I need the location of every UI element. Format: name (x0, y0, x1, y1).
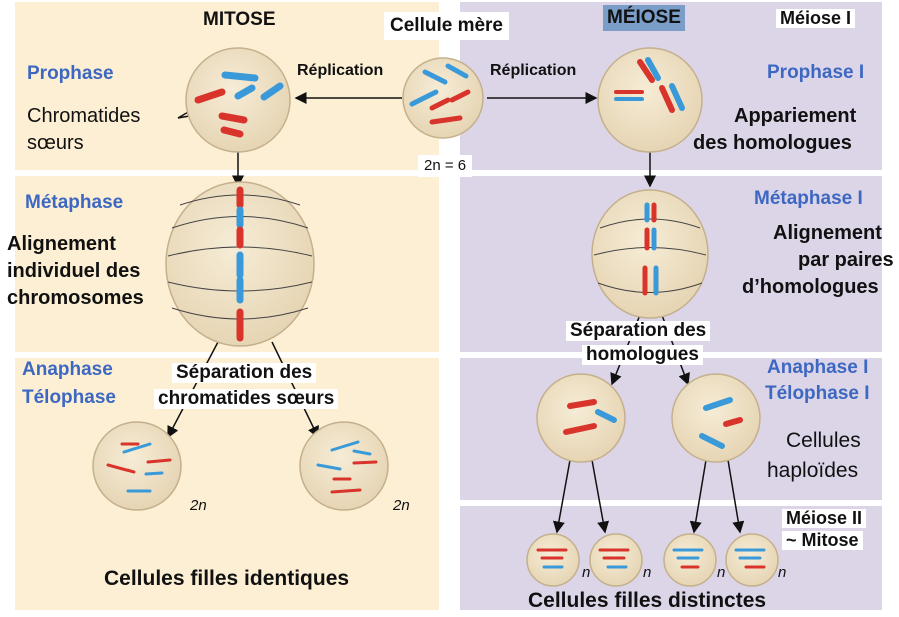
mitose-metaphase-label: Métaphase (25, 192, 124, 213)
cell-meiose-n-2 (589, 533, 643, 587)
cell-meiose-prophase (597, 47, 703, 153)
meiose-replication-label: Réplication (490, 62, 577, 79)
meiose-appar-2: des homologues (693, 132, 852, 154)
meiose-align-3: d’homologues (742, 276, 879, 298)
meiose-anaphase-label: Anaphase I (767, 357, 869, 378)
meiose-separation-2: homologues (582, 345, 703, 365)
arrow-m2-3 (689, 459, 707, 534)
mitose-header: MITOSE (203, 9, 276, 30)
mitose-ploidy-1: 2n (190, 497, 207, 514)
cell-meiose-n-3 (663, 533, 717, 587)
cell-meiose-metaphase (591, 189, 709, 319)
cell-meiose-haploid-2 (671, 373, 761, 463)
chromatides-label-1: Chromatides (27, 105, 141, 127)
mitose-separation-1: Séparation des (172, 363, 317, 383)
meiose-telophase-label: Télophase I (765, 383, 870, 404)
mitose-anaphase-label: Anaphase (22, 359, 113, 380)
cell-mitose-daughter-1 (92, 421, 182, 511)
arrow-m2-2 (591, 459, 610, 534)
ploidy-parent: 2n = 6 (418, 155, 473, 177)
meiose-prophase-label: Prophase I (767, 62, 865, 83)
meiose-haplo-1: Cellules (786, 429, 861, 452)
meiose-ploidy-2: n (643, 564, 652, 581)
meiose-ploidy-1: n (582, 564, 591, 581)
mitose-result-label: Cellules filles identiques (104, 567, 350, 590)
meiose-2-label: Méiose II (782, 509, 867, 528)
cell-meiose-haploid-1 (536, 373, 626, 463)
mitose-separation-2: chromatides sœurs (154, 389, 339, 409)
arrow-m2-4 (727, 459, 745, 534)
meiose-2-mitose-label: ~ Mitose (782, 531, 863, 550)
cell-mitose-prophase (185, 47, 291, 153)
cellule-mere-label: Cellule mère (384, 12, 509, 40)
cell-meiose-n-1 (526, 533, 580, 587)
mitose-ploidy-2: 2n (393, 497, 410, 514)
mitose-telophase-label: Télophase (22, 387, 116, 408)
meiose-result-label: Cellules filles distinctes (528, 589, 767, 612)
mitose-align-2: individuel des (7, 260, 141, 282)
chromatides-label-2: sœurs (27, 132, 84, 154)
mitose-align-1: Alignement (7, 233, 116, 255)
cell-mother (402, 57, 484, 139)
meiose-1-label: Méiose I (776, 9, 856, 28)
cell-meiose-n-4 (725, 533, 779, 587)
meiose-align-1: Alignement (773, 222, 882, 244)
meiose-ploidy-3: n (717, 564, 726, 581)
meiosis-panel-anaphase (460, 358, 882, 500)
meiose-metaphase-label: Métaphase I (754, 188, 863, 209)
meiose-haplo-2: haploïdes (767, 459, 859, 482)
mitose-align-3: chromosomes (7, 287, 144, 309)
cell-mitose-daughter-2 (299, 421, 389, 511)
meiose-ploidy-4: n (778, 564, 787, 581)
meiose-appar-1: Appariement (734, 105, 857, 127)
meiose-align-2: par paires (798, 249, 894, 271)
mitose-replication-label: Réplication (297, 62, 384, 79)
mitose-prophase-label: Prophase (27, 63, 114, 84)
arrow-m2-1 (552, 459, 571, 534)
meiose-header: MÉIOSE (603, 5, 685, 31)
meiose-separation-1: Séparation des (566, 321, 711, 341)
